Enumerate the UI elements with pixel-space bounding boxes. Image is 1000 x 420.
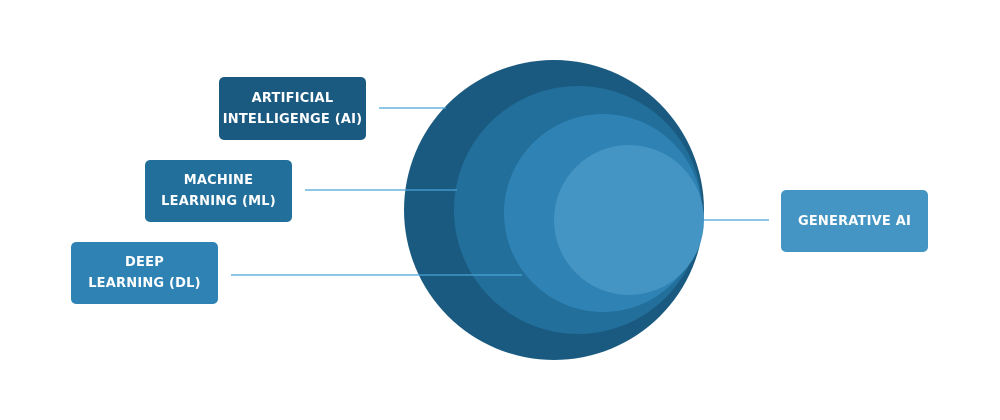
label-ml-line2: LEARNING (ML) bbox=[161, 194, 276, 209]
label-box-ml: MACHINE LEARNING (ML) bbox=[145, 160, 292, 222]
label-box-dl: DEEP LEARNING (DL) bbox=[71, 242, 218, 304]
label-ai-line1: ARTIFICIAL bbox=[251, 90, 334, 106]
label-ai-line2: INTELLIGENGE (AI) bbox=[222, 111, 363, 127]
label-ml-line1: MACHINE bbox=[183, 173, 254, 188]
label-box-genai: GENERATIVE AI bbox=[781, 190, 928, 252]
label-dl-line1: DEEP bbox=[125, 255, 164, 270]
label-genai: GENERATIVE AI bbox=[797, 213, 912, 229]
circle-genai bbox=[554, 145, 704, 295]
label-dl-line2: LEARNING (DL) bbox=[88, 276, 201, 291]
label-box-ai: ARTIFICIAL INTELLIGENGE (AI) bbox=[219, 77, 366, 140]
